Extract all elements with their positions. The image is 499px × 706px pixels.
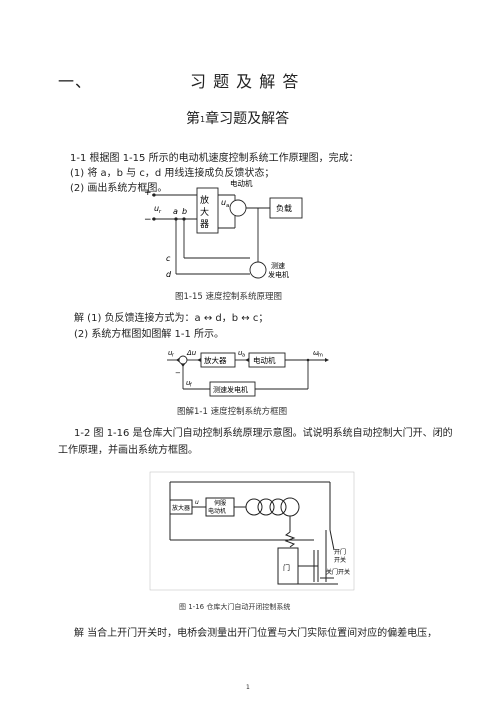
figure-speed-control-schematic: 放 大 器 电动机 负载 测速 发电机 + − u r u a a b c d [144, 178, 303, 279]
q2-line1: 1-2 图 1-16 是仓库大门自动控制系统原理示意图。试说明系统自动控制大门开… [74, 428, 453, 439]
fig1-plus: + [144, 188, 152, 198]
fig1-ua: u [221, 198, 226, 207]
fig2-uf: u [186, 379, 191, 387]
fig1-a: a [173, 207, 178, 216]
q1-item1: (1) 将 a，b 与 c，d 用线连接成负反馈状态； [70, 168, 275, 179]
chapter-title-b: 章习题及解答 [205, 111, 290, 127]
fig1-minus: − [144, 215, 152, 225]
a1-line1: 解 (1) 负反馈连接方式为：a ↔ d，b ↔ c； [74, 313, 269, 324]
fig1-ua-sub: a [226, 203, 229, 209]
fig1-tacho-2: 发电机 [268, 270, 289, 279]
fig1-ur: u [154, 204, 159, 213]
fig2-ua-sub: a [242, 353, 245, 359]
chapter-title-num: 1 [200, 115, 206, 124]
fig1-motor-label: 电动机 [230, 178, 253, 188]
fig2-w-sub: m [318, 353, 323, 359]
fig2-du: Δu [186, 349, 197, 357]
fig1-caption: 图1-15 速度控制系统原理图 [175, 292, 282, 302]
fig2-tacho: 测速发电机 [213, 385, 248, 394]
fig3-open-2: 开关 [334, 556, 346, 564]
fig1-tacho-1: 测速 [271, 262, 285, 270]
q1-stem: 1-1 根据图 1-15 所示的电动机速度控制系统工作原理图，完成： [70, 153, 359, 164]
fig1-amp-2: 大 [200, 206, 209, 218]
fig3-open-1: 开门 [334, 548, 346, 556]
a2-line1: 解 当合上开门开关时，电桥会测量出开门位置与大门实际位置间对应的偏差电压， [74, 628, 438, 639]
fig1-load-label: 负载 [276, 203, 292, 213]
fig2-uf-sub: f [190, 383, 192, 389]
figure-door-control-schematic: 放大器 u 伺服 电动机 绞 盘 门 开门 开关 关门开关 [149, 471, 355, 591]
fig3-motor-1: 伺服 [214, 499, 226, 507]
a1-line2: (2) 系统方框图如图解 1-1 所示。 [74, 329, 225, 340]
fig2-ur-sub: r [172, 353, 175, 359]
q2-line2: 工作原理，并画出系统方框图。 [58, 445, 198, 456]
fig2-caption: 图解1-1 速度控制系统方框图 [177, 407, 288, 417]
fig1-ur-sub: r [159, 209, 162, 215]
q1-item2: (2) 画出系统方框图。 [70, 183, 168, 194]
fig2-ur: u [168, 349, 173, 357]
fig2-ua: u [238, 349, 243, 357]
fig1-c: c [166, 254, 171, 263]
chapter-title-a: 第 [186, 111, 200, 127]
figure-speed-block-diagram: u r Δu u a ω m u f − 放大器 电动机 测速发电机 [167, 349, 329, 397]
fig2-w: ω [313, 349, 319, 357]
fig3-u: u [195, 499, 199, 506]
fig3-drum-1: 绞 [288, 498, 294, 506]
fig3-motor-2: 电动机 [208, 507, 226, 515]
fig3-door: 门 [283, 563, 290, 572]
fig2-amp: 放大器 [204, 355, 227, 365]
section-prefix: 一、 [58, 72, 93, 91]
section-title: 习 题 及 解 答 [190, 72, 300, 91]
fig3-drum-2: 盘 [288, 506, 294, 514]
fig3-close: 关门开关 [326, 568, 350, 576]
fig1-b: b [182, 207, 187, 216]
fig3-caption: 图 1-16 仓库大门自动开闭控制系统 [179, 603, 291, 611]
fig1-amp-1: 放 [200, 194, 209, 206]
chapter-title: 第1章习题及解答 [186, 108, 289, 128]
page-number: 1 [246, 684, 250, 691]
fig1-d: d [166, 270, 172, 279]
fig2-minus: − [175, 369, 181, 377]
fig1-amp-3: 器 [200, 219, 209, 230]
fig3-amp: 放大器 [172, 504, 190, 512]
fig2-motor: 电动机 [253, 355, 276, 365]
